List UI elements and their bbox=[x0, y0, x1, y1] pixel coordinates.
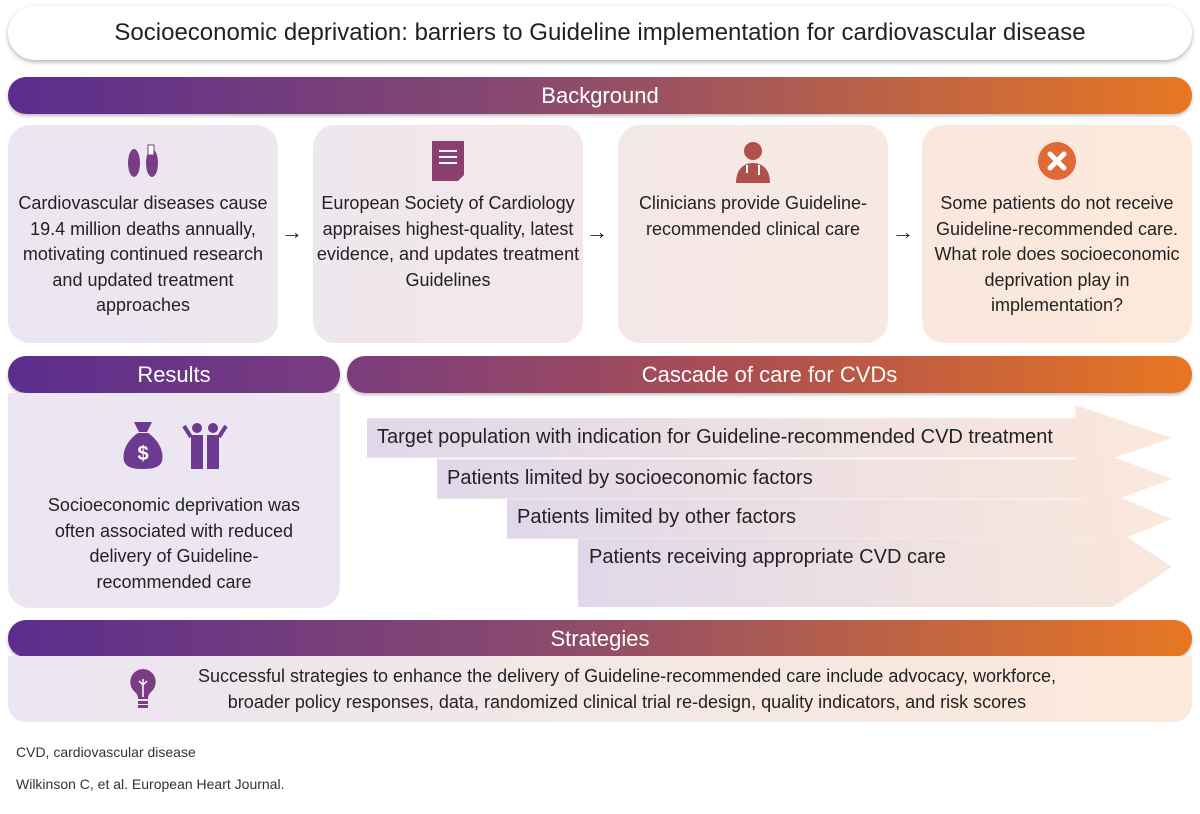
background-card-text: European Society of Cardiology appraises… bbox=[316, 193, 580, 290]
background-card-text: Some patients do not receive Guideline-r… bbox=[934, 193, 1180, 315]
background-card-2: European Society of Cardiology appraises… bbox=[313, 125, 583, 343]
page-title: Socioeconomic deprivation: barriers to G… bbox=[8, 6, 1192, 60]
svg-text:$: $ bbox=[137, 443, 148, 465]
doctor-icon bbox=[733, 137, 773, 185]
cascade-step-2: Patients limited by socioeconomic factor… bbox=[447, 467, 813, 489]
cascade-step-3: Patients limited by other factors bbox=[517, 506, 797, 528]
cascade-header: Cascade of care for CVDs bbox=[347, 356, 1192, 393]
arrow-right-icon: → bbox=[892, 219, 914, 244]
abbreviation-note: CVD, cardiovascular disease bbox=[16, 744, 196, 760]
document-icon bbox=[430, 137, 466, 185]
background-card-1: Cardiovascular diseases cause 19.4 milli… bbox=[8, 125, 278, 343]
cascade-step-4: Patients receiving appropriate CVD care bbox=[589, 546, 946, 568]
cascade-arrow-4 bbox=[578, 527, 1172, 607]
money-bag-icon: $ bbox=[123, 422, 163, 469]
background-card-text: Clinicians provide Guideline-recommended… bbox=[638, 193, 868, 239]
results-text: Socioeconomic deprivation was often asso… bbox=[47, 495, 301, 592]
people-icon bbox=[182, 423, 228, 469]
background-header: Background bbox=[8, 77, 1192, 114]
feet-toe-tag-icon bbox=[121, 137, 165, 185]
citation: Wilkinson C, et al. European Heart Journ… bbox=[16, 776, 285, 792]
background-card-4: Some patients do not receive Guideline-r… bbox=[922, 125, 1192, 343]
arrow-right-icon: → bbox=[281, 219, 303, 244]
strategies-text: Successful strategies to enhance the del… bbox=[197, 666, 1057, 712]
x-circle-icon bbox=[1037, 137, 1077, 185]
results-header: Results bbox=[8, 356, 340, 393]
results-card: $ Socioeconomic deprivation was often as… bbox=[8, 393, 340, 608]
strategies-header: Strategies bbox=[8, 620, 1192, 657]
cascade-step-1: Target population with indication for Gu… bbox=[377, 426, 1053, 448]
background-card-3: Clinicians provide Guideline-recommended… bbox=[618, 125, 888, 343]
arrow-right-icon: → bbox=[586, 219, 608, 244]
background-card-text: Cardiovascular diseases cause 19.4 milli… bbox=[18, 193, 268, 315]
strategies-card: Successful strategies to enhance the del… bbox=[8, 656, 1192, 722]
lightbulb-icon bbox=[130, 669, 156, 708]
